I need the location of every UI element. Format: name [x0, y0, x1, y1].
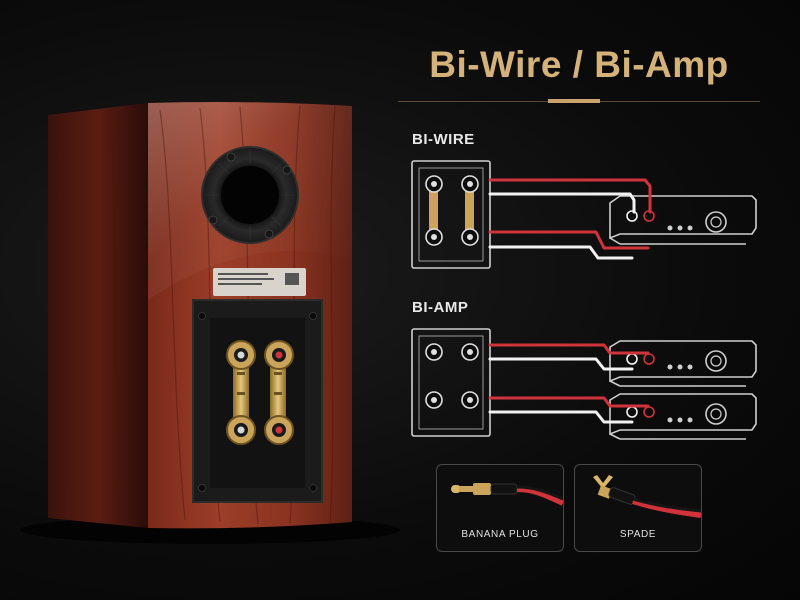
banana-plug-icon — [451, 483, 563, 506]
banana-plug-label: BANANA PLUG — [461, 529, 539, 540]
biamp-amplifier-2 — [609, 393, 757, 436]
spade-connector-icon — [593, 475, 701, 518]
spade-label: SPADE — [619, 529, 657, 540]
binding-posts — [226, 340, 294, 445]
spade-card: SPADE — [574, 464, 702, 552]
biwire-terminal-panel — [411, 160, 491, 269]
biwire-wire-white-bottom — [488, 245, 634, 260]
cabinet-side — [48, 103, 148, 528]
banana-plug-card: BANANA PLUG — [436, 464, 564, 552]
title-accent-bar — [548, 99, 600, 103]
biamp-label: BI-AMP — [412, 299, 469, 316]
biamp-amplifier-1 — [609, 340, 757, 383]
biwire-wire-red-top — [488, 178, 652, 214]
biamp-wire-red-top — [488, 343, 650, 355]
biamp-wire-white-bottom — [488, 410, 634, 424]
biamp-wire-red-bottom — [488, 396, 650, 408]
biwire-label: BI-WIRE — [412, 131, 475, 148]
biamp-wire-white-top — [488, 357, 634, 371]
page-title: Bi-Wire / Bi-Amp — [429, 44, 729, 85]
biwire-amplifier — [609, 195, 757, 240]
biwire-wire-white-top — [488, 192, 636, 214]
biamp-terminal-panel — [411, 328, 491, 437]
biwire-wire-red-bottom — [488, 230, 650, 250]
